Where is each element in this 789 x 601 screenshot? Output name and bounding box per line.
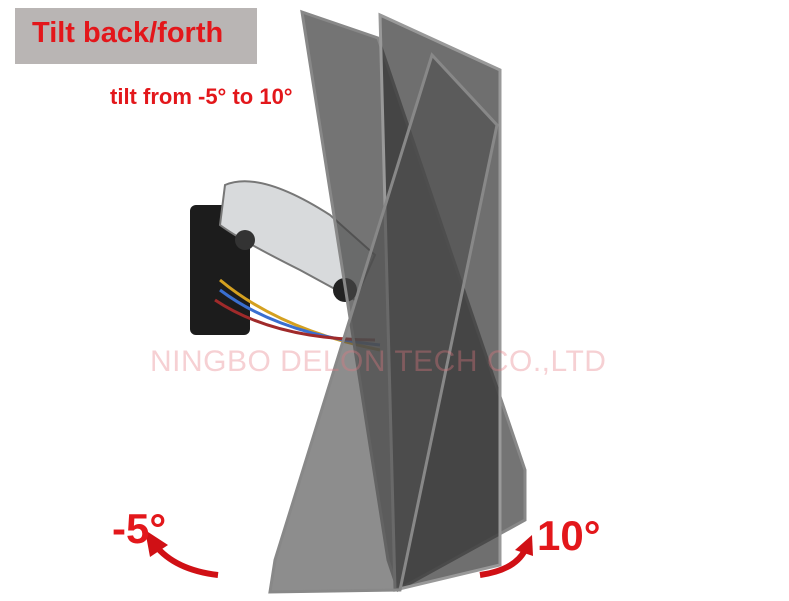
- angle-positive-label: 10°: [537, 512, 601, 559]
- wall-plate: [190, 205, 250, 335]
- arrow-forward-icon: [479, 548, 528, 578]
- arrow-back-head-icon: [145, 530, 168, 557]
- title-box: [15, 8, 257, 64]
- watermark: NINGBO DELON TECH CO.,LTD: [150, 345, 607, 378]
- title: Tilt back/forth: [32, 17, 224, 49]
- monitor-tilted-forward: [268, 52, 499, 594]
- arrow-forward-head-icon: [515, 535, 533, 556]
- arm-pivot: [235, 230, 255, 250]
- subtitle: tilt from -5° to 10°: [110, 84, 293, 109]
- angle-negative-label: -5°: [112, 505, 167, 552]
